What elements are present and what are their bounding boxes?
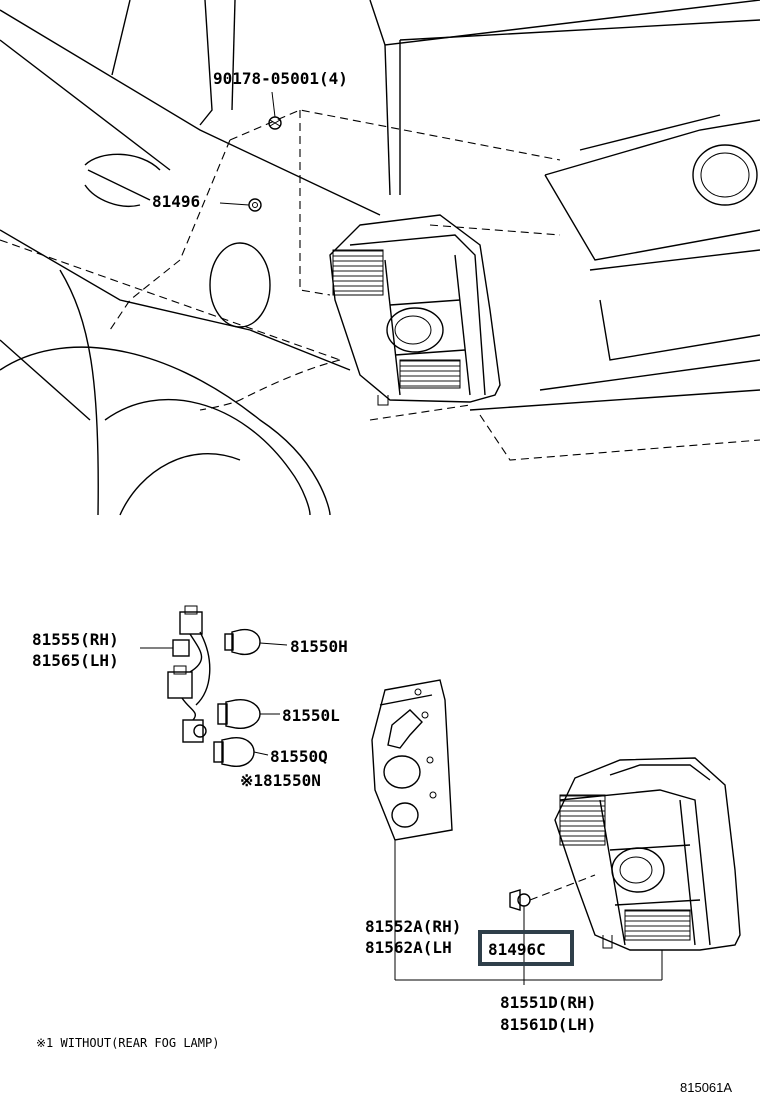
label-bulb-81550h[interactable]: 81550H — [290, 637, 348, 656]
label-bolt-90178-05001[interactable]: 90178-05001(4) — [213, 69, 348, 88]
diagram-ref: 815061A — [680, 1080, 732, 1095]
label-socket-rh[interactable]: 81555(RH) — [32, 630, 119, 649]
label-gasket-lh[interactable]: 81562A(LH — [365, 938, 452, 957]
bulb-81550h — [224, 628, 288, 656]
socket-harness — [140, 605, 211, 743]
bulb-81550l — [217, 699, 280, 729]
label-clip-81496c[interactable]: 81496C — [488, 940, 546, 959]
label-gasket-rh[interactable]: 81552A(RH) — [365, 917, 461, 936]
label-clip-81496[interactable]: 81496 — [152, 192, 200, 211]
clip-81496c — [509, 874, 596, 985]
label-bulb-81550n[interactable]: ※181550N — [240, 771, 321, 790]
label-bulb-81550l[interactable]: 81550L — [282, 706, 340, 725]
label-lamp-lh[interactable]: 81561D(LH) — [500, 1015, 596, 1034]
label-lamp-rh[interactable]: 81551D(RH) — [500, 993, 596, 1012]
label-socket-lh[interactable]: 81565(LH) — [32, 651, 119, 670]
selected-part-highlight[interactable] — [478, 930, 574, 966]
footnote: ※1 WITHOUT(REAR FOG LAMP) — [36, 1036, 219, 1050]
label-bulb-81550q[interactable]: 81550Q — [270, 747, 328, 766]
bulb-81550q — [213, 737, 269, 767]
rear-combination-lamp — [554, 757, 741, 980]
vehicle-illustration — [0, 0, 760, 516]
gasket — [371, 679, 453, 980]
